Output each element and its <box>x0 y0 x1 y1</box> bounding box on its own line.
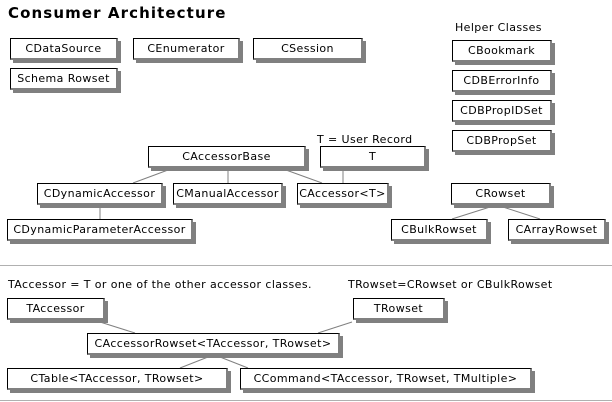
class-label: CCommand<TAccessor, TRowset, TMultiple> <box>253 372 518 385</box>
section-divider <box>0 265 612 266</box>
class-label: CDBPropSet <box>466 134 537 147</box>
class-label: Schema Rowset <box>17 72 110 85</box>
class-box-t[interactable]: T <box>320 146 426 168</box>
class-box-caccessorbase[interactable]: CAccessorBase <box>148 146 306 168</box>
class-box-cdynamicparameteraccessor[interactable]: CDynamicParameterAccessor <box>7 219 193 241</box>
class-box-cdberrorinfo[interactable]: CDBErrorInfo <box>452 70 552 92</box>
class-label: CManualAccessor <box>176 187 279 200</box>
connector-crowset-carrayrowset <box>502 206 541 220</box>
connector-taccessor-caccessorrowset <box>99 321 136 334</box>
class-box-cdbpropset[interactable]: CDBPropSet <box>452 130 552 152</box>
class-box-taccessor[interactable]: TAccessor <box>7 298 105 320</box>
class-box-cdynamicaccessor[interactable]: CDynamicAccessor <box>37 183 163 205</box>
connector-caccessorbase-cdynamicaccessor <box>132 169 169 184</box>
class-box-caccessor-t[interactable]: CAccessor<T> <box>297 183 389 205</box>
class-box-carrayrowset[interactable]: CArrayRowset <box>508 219 606 241</box>
class-label: CBookmark <box>467 44 535 57</box>
class-box-crowset[interactable]: CRowset <box>451 183 551 205</box>
class-label: CAccessorBase <box>182 150 271 163</box>
class-box-ctable[interactable]: CTable<TAccessor, TRowset> <box>7 368 228 390</box>
class-box-cmanualaccessor[interactable]: CManualAccessor <box>173 183 283 205</box>
class-box-cdatasource[interactable]: CDataSource <box>10 38 118 60</box>
class-box-csession[interactable]: CSession <box>253 38 363 60</box>
class-label: TAccessor <box>26 302 85 315</box>
trowset-note-caption: TRowset=CRowset or CBulkRowset <box>348 278 553 291</box>
connector-caccessorrowset-ctable <box>179 356 209 369</box>
connector-caccessorbase-caccessor-t <box>285 169 323 184</box>
class-label: CEnumerator <box>147 42 225 55</box>
connector-crowset-cbulkrowset <box>451 206 491 220</box>
class-box-cenumerator[interactable]: CEnumerator <box>133 38 240 60</box>
class-label: CAccessorRowset<TAccessor, TRowset> <box>94 337 332 350</box>
class-box-cdbpropidset[interactable]: CDBPropIDSet <box>452 100 552 122</box>
class-label: CDataSource <box>25 42 102 55</box>
class-label: CBulkRowset <box>401 223 477 236</box>
class-label: TRowset <box>373 302 424 315</box>
taccessor-note-caption: TAccessor = T or one of the other access… <box>8 278 312 291</box>
class-label: CArrayRowset <box>515 223 598 236</box>
t-user-record-caption: T = User Record <box>317 133 413 146</box>
class-box-schema-rowset[interactable]: Schema Rowset <box>10 68 118 90</box>
class-label: CDBPropIDSet <box>460 104 543 117</box>
class-label: CTable<TAccessor, TRowset> <box>30 372 204 385</box>
helper-classes-caption: Helper Classes <box>455 21 542 34</box>
class-label: CAccessor<T> <box>299 187 386 200</box>
class-label: CDynamicAccessor <box>43 187 156 200</box>
class-box-trowset[interactable]: TRowset <box>353 298 445 320</box>
class-label: CDynamicParameterAccessor <box>13 223 186 236</box>
connector-trowset-caccessorrowset <box>317 321 353 334</box>
class-box-caccessorrowset[interactable]: CAccessorRowset<TAccessor, TRowset> <box>87 333 340 355</box>
class-label: CDBErrorInfo <box>463 74 540 87</box>
connector-caccessorrowset-ccommand <box>219 356 249 369</box>
bottom-divider <box>0 400 612 401</box>
class-label: T <box>368 150 377 163</box>
class-label: CSession <box>281 42 334 55</box>
class-box-cbulkrowset[interactable]: CBulkRowset <box>391 219 488 241</box>
page-title: Consumer Architecture <box>8 4 227 22</box>
class-label: CRowset <box>475 187 526 200</box>
class-box-ccommand[interactable]: CCommand<TAccessor, TRowset, TMultiple> <box>240 368 532 390</box>
class-box-cbookmark[interactable]: CBookmark <box>452 40 552 62</box>
